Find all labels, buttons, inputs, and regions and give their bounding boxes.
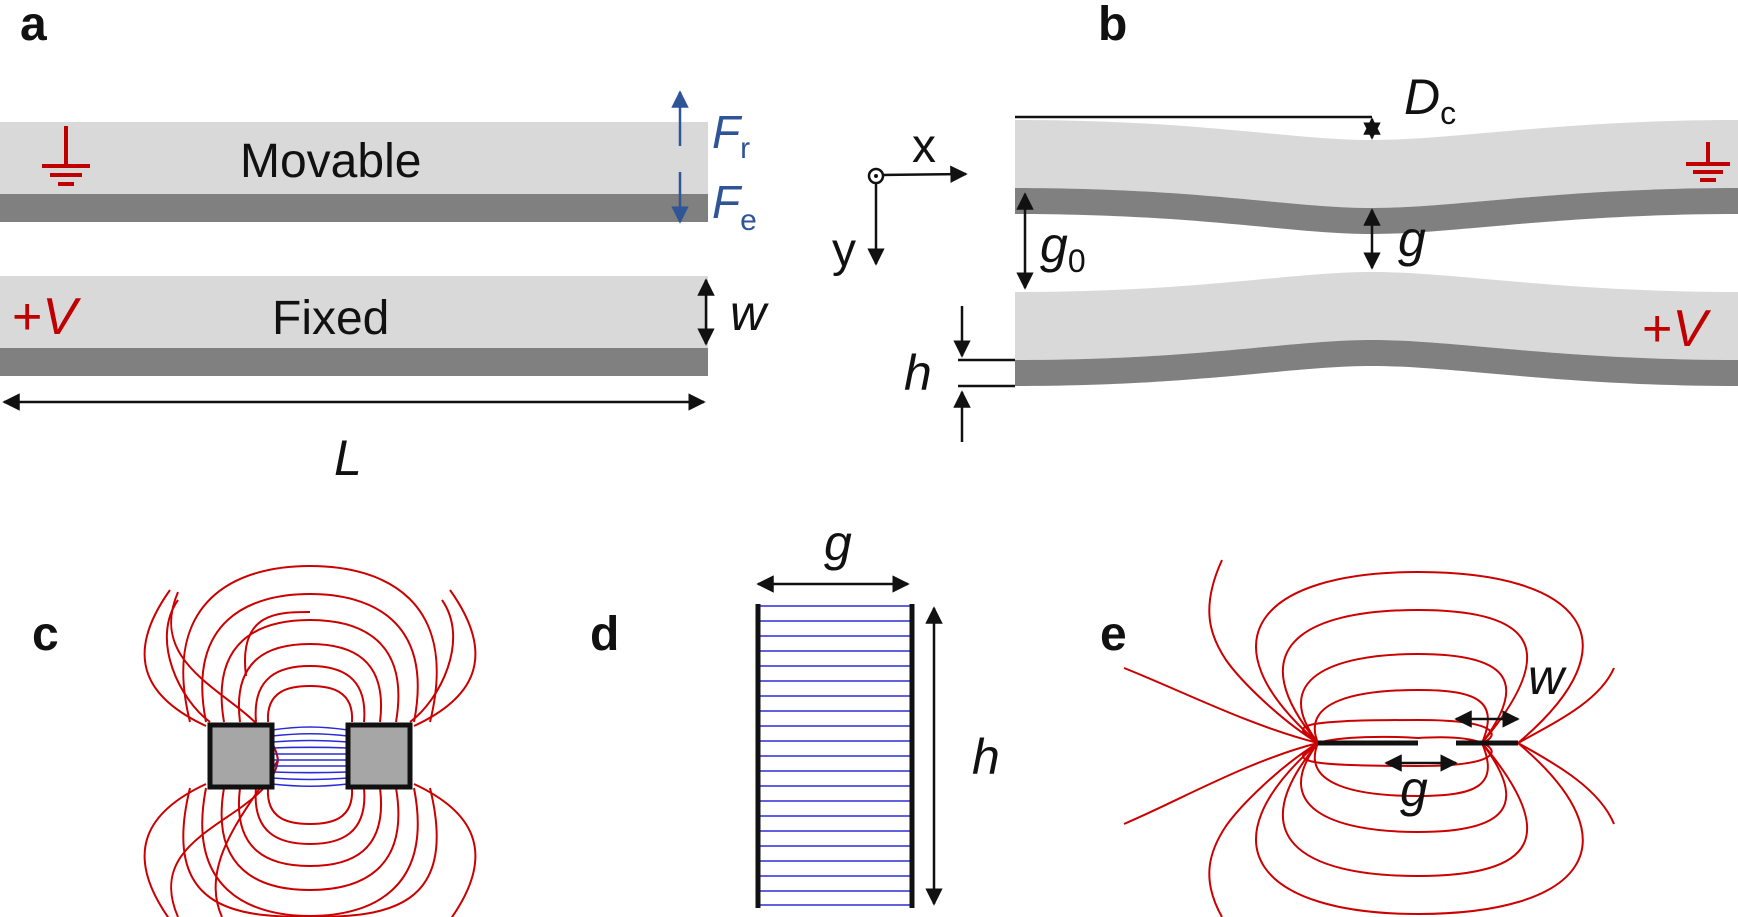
height-label-d: h: [972, 729, 1000, 785]
width-label-a: w: [730, 285, 769, 341]
parallel-field-lines: [760, 605, 912, 906]
deflected-fixed-beam: [1015, 272, 1738, 386]
x-axis-label: x: [912, 120, 936, 173]
gap-label-e: g: [1400, 761, 1428, 817]
restoring-force-label: Fr: [712, 106, 750, 165]
right-electrode: [345, 722, 413, 790]
electrostatic-force-label: Fe: [712, 176, 757, 237]
uniform-field-lines: [271, 726, 349, 788]
panel-a: a Movable Fr Fe Fixed +V w L: [0, 0, 769, 486]
coordinate-axes: x y: [832, 120, 968, 277]
thin-film-field-lines: [1123, 559, 1615, 917]
voltage-label-a: +V: [12, 288, 81, 346]
initial-gap-label: g0: [1040, 217, 1086, 279]
panel-d: d g h: [590, 515, 1000, 908]
height-label-b: h: [904, 345, 932, 401]
gap-label-d: g: [824, 515, 852, 571]
axis-out-of-plane-icon: [867, 167, 885, 185]
movable-label: Movable: [240, 135, 421, 188]
panel-label-b: b: [1098, 0, 1127, 51]
panel-label-a: a: [20, 0, 47, 51]
height-dimension: [953, 306, 1015, 442]
fringing-field-lines: [143, 564, 477, 917]
deflection-label: Dc: [1404, 69, 1456, 131]
panel-label-d: d: [590, 608, 619, 661]
deflected-movable-beam: [1015, 120, 1738, 234]
fixed-beam: [0, 276, 708, 376]
y-axis-label: y: [832, 224, 856, 277]
width-label-e: w: [1528, 649, 1567, 705]
gap-label-b: g: [1398, 211, 1426, 267]
length-label: L: [334, 430, 362, 486]
panel-b: b Dc x y g0 g: [832, 0, 1738, 442]
panel-label-c: c: [32, 608, 59, 661]
ground-icon: [1686, 142, 1730, 182]
panel-label-e: e: [1100, 608, 1127, 661]
left-electrode: [207, 722, 275, 790]
voltage-label-b: +V: [1642, 300, 1711, 358]
ground-icon: [42, 126, 90, 186]
fixed-label: Fixed: [272, 292, 389, 345]
panel-e: e w g: [1100, 559, 1615, 917]
x-axis-arrow: [882, 165, 968, 183]
movable-beam: [0, 122, 708, 222]
panel-c: c: [32, 564, 477, 917]
